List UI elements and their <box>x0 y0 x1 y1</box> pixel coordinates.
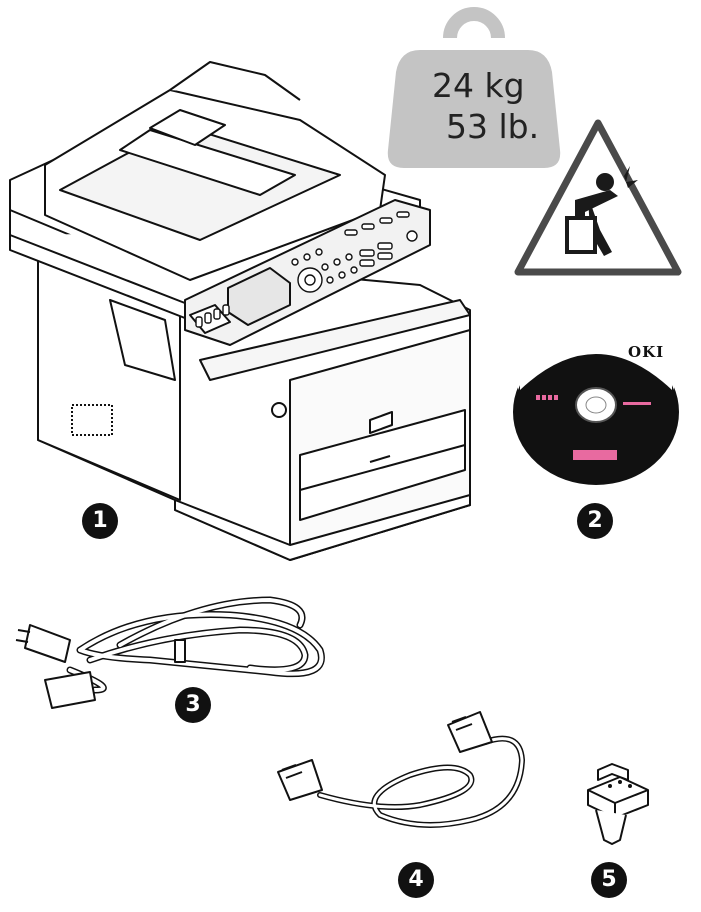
item-number-badge: 1 <box>82 503 118 539</box>
disc-brand-logo: OKI <box>628 343 665 361</box>
item-number-badge: 4 <box>398 862 434 898</box>
weight-kg-label: 24 kg <box>432 66 525 105</box>
item-number-badge: 5 <box>591 862 627 898</box>
weight-lb-label: 53 lb. <box>446 107 540 146</box>
item-number-badge: 2 <box>577 503 613 539</box>
item-number-badge: 3 <box>175 687 211 723</box>
